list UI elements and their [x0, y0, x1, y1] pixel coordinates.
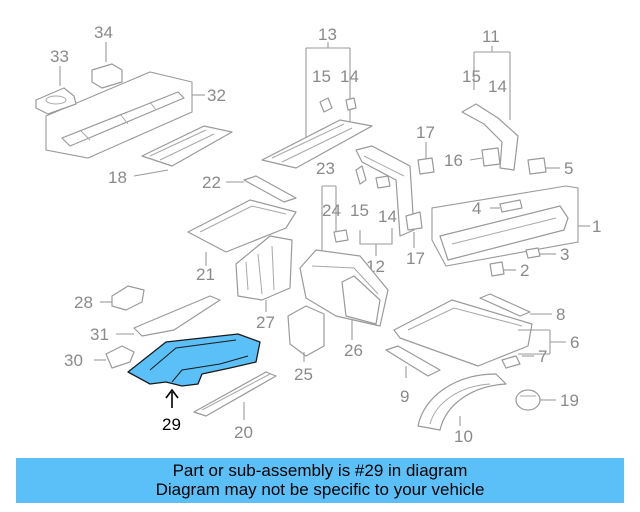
part-group-20: 20 [193, 371, 277, 442]
part-group-21: 21 [187, 199, 297, 284]
callout-27: 27 [256, 313, 275, 332]
part-group-13: 13 15 14 [261, 25, 373, 169]
panel-31 [133, 295, 221, 337]
clip-2 [489, 261, 505, 277]
clip-15 [319, 97, 333, 113]
callout-15-mid: 15 [350, 201, 369, 220]
part-group-30: 30 [64, 345, 135, 370]
banner-line-1: Part or sub-assembly is #29 in diagram [172, 461, 468, 480]
callout-32: 32 [207, 86, 226, 105]
callout-6: 6 [570, 333, 579, 352]
part-group-22: 22 [202, 173, 297, 203]
parts-diagram: 32 33 34 18 13 15 14 11 15 14 [35, 23, 601, 446]
callout-18: 18 [108, 168, 127, 187]
clip-14-mid [375, 175, 391, 189]
knob-19 [515, 389, 541, 411]
part-group-6: 8 6 7 [393, 293, 579, 369]
cover-26 [341, 275, 381, 325]
callout-29[interactable]: 29 [162, 415, 181, 434]
part-group-1: 1 4 3 2 [431, 185, 601, 280]
clip-7 [501, 355, 521, 369]
part-group-12: 17 15 14 12 17 [350, 123, 435, 276]
clip-24 [333, 229, 349, 243]
bracket-33 [35, 87, 77, 115]
callout-33: 33 [50, 47, 69, 66]
board-7 [393, 299, 533, 367]
part-group-25: 25 [287, 305, 325, 384]
trim-11 [461, 103, 519, 171]
callout-13: 13 [318, 25, 337, 44]
clip-16 [481, 147, 501, 167]
callout-21: 21 [196, 265, 215, 284]
part-group-32: 32 33 34 [35, 23, 226, 159]
callout-14-right: 14 [488, 77, 507, 96]
callout-16: 16 [444, 151, 463, 170]
part-29-highlighted[interactable]: 29 [127, 333, 261, 434]
callout-10: 10 [454, 427, 473, 446]
clip-3 [525, 247, 541, 259]
part-group-23: 23 24 27 26 [235, 159, 389, 360]
box-28 [111, 285, 145, 311]
callout-4: 4 [472, 199, 481, 218]
part-group-11: 11 15 14 16 5 [444, 27, 573, 178]
callout-17-top: 17 [416, 123, 435, 142]
module-34 [91, 63, 123, 89]
part-group-10: 10 [417, 373, 507, 446]
callout-20: 20 [234, 423, 253, 442]
wheelhouse-10 [417, 373, 507, 431]
callout-3: 3 [560, 245, 569, 264]
clip-17-low [405, 211, 423, 231]
trim-panel-1 [439, 205, 569, 261]
clip-17-top [417, 157, 435, 175]
callout-8: 8 [556, 305, 565, 324]
cover-18 [141, 125, 233, 167]
strip-22 [243, 175, 297, 203]
callout-22: 22 [202, 173, 221, 192]
part-group-9: 9 [385, 345, 441, 406]
callout-7: 7 [538, 347, 547, 366]
part-group-28: 28 [74, 285, 145, 312]
sill-9 [385, 345, 441, 377]
strip-8 [479, 293, 531, 317]
clip-4 [499, 199, 523, 213]
callout-23: 23 [316, 159, 335, 178]
callout-17-low: 17 [406, 249, 425, 268]
callout-1: 1 [592, 217, 601, 236]
callout-14-mid: 14 [378, 207, 397, 226]
callout-25: 25 [294, 365, 313, 384]
callout-24: 24 [322, 201, 341, 220]
panel-27 [235, 235, 293, 301]
callout-5: 5 [564, 159, 573, 178]
rail-32 [61, 91, 185, 147]
callout-11: 11 [482, 27, 500, 46]
callout-15-top: 15 [312, 67, 331, 86]
part-group-31: 31 [90, 295, 221, 344]
callout-19: 19 [560, 391, 579, 410]
cover-25 [287, 305, 325, 357]
callout-26: 26 [344, 341, 363, 360]
info-banner: Part or sub-assembly is #29 in diagram D… [16, 458, 624, 503]
callout-31: 31 [90, 325, 109, 344]
callout-9: 9 [400, 387, 409, 406]
pillar-12 [355, 145, 415, 237]
clip-15-mid [355, 165, 367, 185]
callout-2: 2 [520, 261, 529, 280]
callout-30: 30 [64, 351, 83, 370]
part-group-18: 18 [108, 125, 233, 187]
floor-panel-29[interactable] [127, 333, 261, 387]
tray-21 [187, 199, 297, 253]
banner-line-2: Diagram may not be specific to your vehi… [155, 480, 485, 499]
rod-20 [193, 371, 277, 417]
clip-14 [345, 97, 357, 111]
callout-15-right: 15 [462, 67, 481, 86]
callout-14-top: 14 [340, 67, 359, 86]
callout-34: 34 [94, 23, 113, 42]
part-group-19: 19 [515, 389, 579, 411]
callout-28: 28 [74, 293, 93, 312]
clip-5 [527, 157, 547, 175]
clip-30 [105, 345, 135, 369]
